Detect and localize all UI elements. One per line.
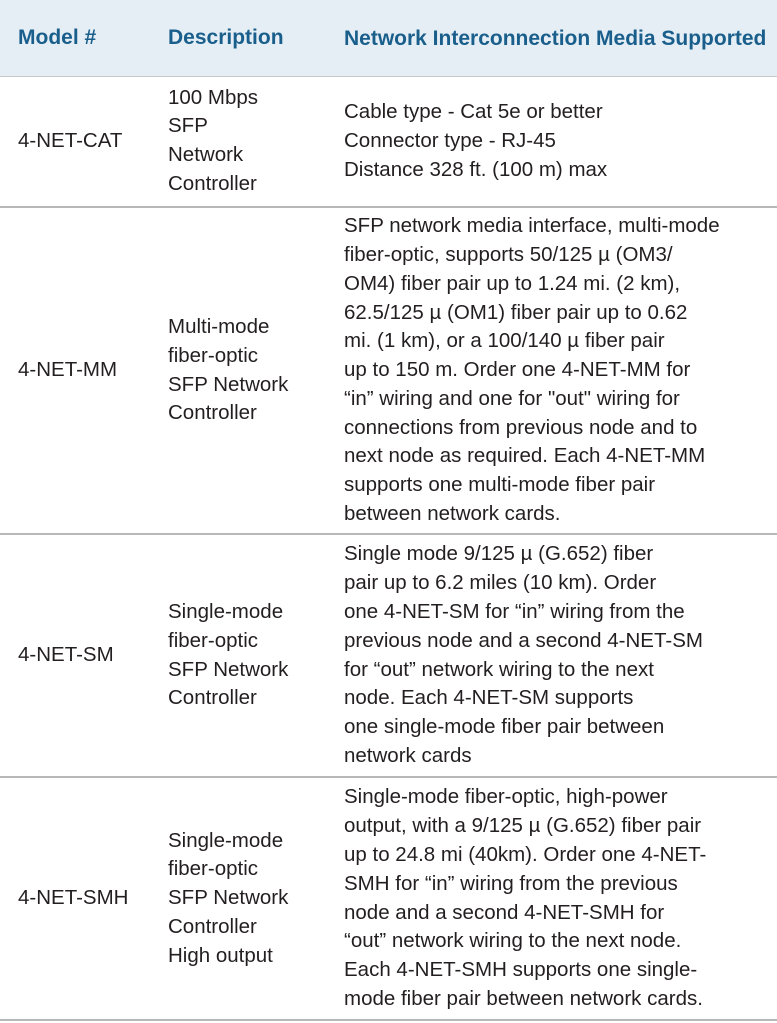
description-cell: Single-mode fiber-optic SFP Network Cont… xyxy=(158,534,334,778)
table-row: 4-NET-CAT 100 Mbps SFP Network Controlle… xyxy=(0,76,777,208)
description-cell: 100 Mbps SFP Network Controller xyxy=(158,76,334,208)
model-cell: 4-NET-SMH xyxy=(0,777,158,1021)
media-cell: Cable type - Cat 5e or better Connector … xyxy=(334,76,777,208)
model-cell: 4-NET-CAT xyxy=(0,76,158,208)
header-row: Model # Description Network Interconnect… xyxy=(0,0,777,77)
model-cell: 4-NET-MM xyxy=(0,207,158,535)
table-row: 4-NET-SM Single-mode fiber-optic SFP Net… xyxy=(0,534,777,778)
media-cell: Single mode 9/125 µ (G.652) fiber pair u… xyxy=(334,534,777,778)
header-model: Model # xyxy=(0,0,158,77)
table-header: Model # Description Network Interconnect… xyxy=(0,0,777,77)
media-cell: Single-mode fiber-optic, high-power outp… xyxy=(334,777,777,1021)
header-media-supported: Network Interconnection Media Supported xyxy=(334,0,777,77)
table-row: 4-NET-MM Multi-mode fiber-optic SFP Netw… xyxy=(0,207,777,535)
media-cell: SFP network media interface, multi-mode … xyxy=(334,207,777,535)
table-body: 4-NET-CAT 100 Mbps SFP Network Controlle… xyxy=(0,76,777,1021)
description-cell: Single-mode fiber-optic SFP Network Cont… xyxy=(158,777,334,1021)
description-cell: Multi-mode fiber-optic SFP Network Contr… xyxy=(158,207,334,535)
table-row: 4-NET-SMH Single-mode fiber-optic SFP Ne… xyxy=(0,777,777,1021)
header-description: Description xyxy=(158,0,334,77)
model-cell: 4-NET-SM xyxy=(0,534,158,778)
